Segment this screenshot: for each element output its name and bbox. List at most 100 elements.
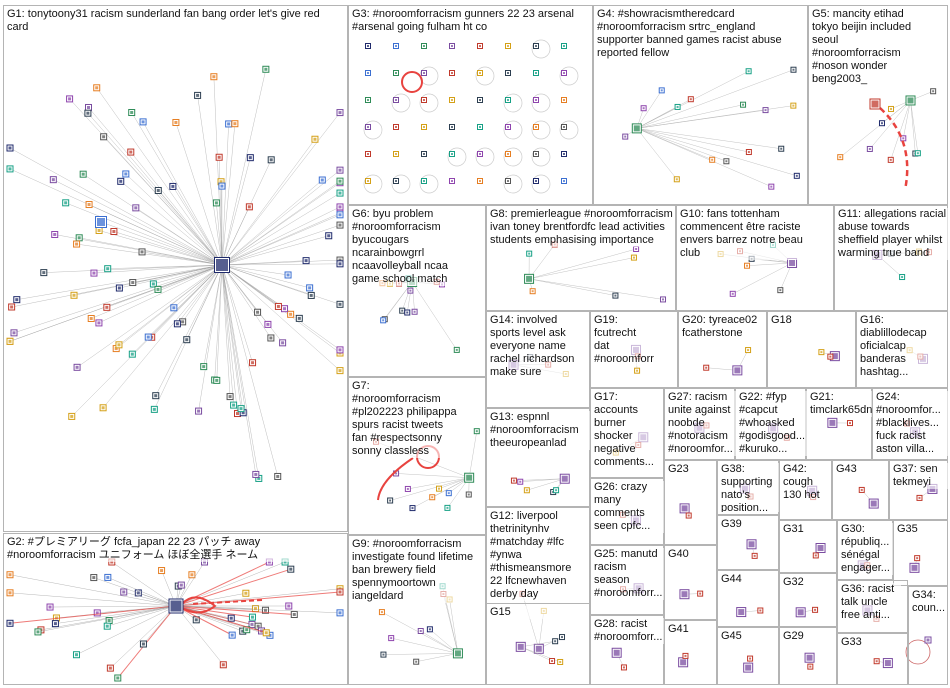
g2-node[interactable] bbox=[104, 573, 112, 581]
g7-node[interactable] bbox=[465, 491, 472, 498]
g4-node[interactable] bbox=[658, 87, 665, 94]
g2-node[interactable] bbox=[6, 571, 14, 579]
g13-node[interactable] bbox=[510, 477, 517, 484]
g1-node[interactable] bbox=[231, 120, 239, 128]
g1-node[interactable] bbox=[336, 177, 344, 185]
g3-node[interactable] bbox=[505, 97, 511, 103]
g1-node[interactable] bbox=[90, 269, 98, 277]
g1-node[interactable] bbox=[154, 285, 162, 293]
g1-node[interactable] bbox=[284, 271, 292, 279]
g3-node[interactable] bbox=[393, 43, 399, 49]
g3-node[interactable] bbox=[477, 97, 483, 103]
g4-node[interactable] bbox=[687, 96, 694, 103]
g9-node[interactable] bbox=[380, 651, 387, 658]
g13-node[interactable] bbox=[517, 478, 524, 485]
g8-node[interactable] bbox=[660, 296, 667, 303]
g20-node[interactable] bbox=[703, 364, 710, 371]
g1-node[interactable] bbox=[226, 393, 234, 401]
g39-node[interactable] bbox=[751, 552, 758, 559]
g21-node[interactable] bbox=[827, 417, 838, 428]
g5-node[interactable] bbox=[866, 145, 873, 152]
g1-node[interactable] bbox=[68, 412, 76, 420]
g4-node[interactable] bbox=[745, 68, 752, 75]
g9-node[interactable] bbox=[426, 626, 433, 633]
g1-node[interactable] bbox=[169, 182, 177, 190]
g1-node[interactable] bbox=[170, 304, 178, 312]
g33-node[interactable] bbox=[873, 658, 880, 665]
g29-node[interactable] bbox=[804, 652, 815, 663]
g1-node[interactable] bbox=[138, 248, 146, 256]
g2-node[interactable] bbox=[93, 609, 101, 617]
g2-node[interactable] bbox=[336, 609, 344, 617]
g1-node[interactable] bbox=[249, 359, 257, 367]
g9-node[interactable] bbox=[413, 658, 420, 665]
g1-node[interactable] bbox=[267, 156, 275, 164]
g1-node[interactable] bbox=[154, 186, 162, 194]
g3-node[interactable] bbox=[505, 151, 511, 157]
g23-node[interactable] bbox=[679, 503, 690, 514]
g1-node[interactable] bbox=[264, 320, 272, 328]
g3-node[interactable] bbox=[365, 178, 371, 184]
g1-node[interactable] bbox=[66, 95, 74, 103]
g1-node[interactable] bbox=[218, 182, 226, 190]
g3-node[interactable] bbox=[365, 70, 371, 76]
g1-node[interactable] bbox=[6, 165, 14, 173]
g33-node[interactable] bbox=[882, 658, 893, 669]
g2-node[interactable] bbox=[285, 602, 293, 610]
g1-node[interactable] bbox=[215, 153, 223, 161]
g40-node[interactable] bbox=[697, 590, 704, 597]
g1-node[interactable] bbox=[307, 291, 315, 299]
g3-node[interactable] bbox=[477, 151, 483, 157]
g3-node[interactable] bbox=[393, 178, 399, 184]
g4-node[interactable] bbox=[709, 156, 716, 163]
g34-node[interactable] bbox=[924, 636, 932, 644]
g3-node[interactable] bbox=[505, 70, 511, 76]
g1-node[interactable] bbox=[70, 291, 78, 299]
g45-node[interactable] bbox=[747, 655, 754, 662]
g1-node[interactable] bbox=[336, 211, 344, 219]
g3-node[interactable] bbox=[365, 124, 371, 130]
g1-node[interactable] bbox=[212, 199, 220, 207]
g3-node[interactable] bbox=[477, 124, 483, 130]
g1-node[interactable] bbox=[128, 350, 136, 358]
g1-node[interactable] bbox=[237, 405, 245, 413]
g1-hub-node[interactable] bbox=[214, 257, 230, 273]
g7-node[interactable] bbox=[445, 490, 452, 497]
g45-node[interactable] bbox=[743, 662, 754, 673]
g6-node[interactable] bbox=[407, 287, 414, 294]
g5-node[interactable] bbox=[837, 154, 844, 161]
g3-node[interactable] bbox=[533, 70, 539, 76]
g1-node[interactable] bbox=[84, 109, 92, 117]
g1-node[interactable] bbox=[122, 170, 130, 178]
g1-node[interactable] bbox=[8, 303, 16, 311]
g2-node[interactable] bbox=[219, 661, 227, 669]
g3-node[interactable] bbox=[421, 178, 427, 184]
g2-node[interactable] bbox=[227, 614, 235, 622]
g1-node[interactable] bbox=[95, 319, 103, 327]
g1-node[interactable] bbox=[173, 320, 181, 328]
g6-node[interactable] bbox=[411, 308, 418, 315]
g3-node[interactable] bbox=[477, 70, 483, 76]
g1-node[interactable] bbox=[139, 118, 147, 126]
g3-node[interactable] bbox=[449, 97, 455, 103]
g12-node[interactable] bbox=[559, 634, 566, 641]
g3-node[interactable] bbox=[421, 124, 427, 130]
g1-node[interactable] bbox=[336, 346, 344, 354]
g1-node[interactable] bbox=[252, 470, 260, 478]
g39-node[interactable] bbox=[746, 539, 757, 550]
g4-node[interactable] bbox=[622, 133, 629, 140]
g10-node[interactable] bbox=[729, 290, 736, 297]
g7-node[interactable] bbox=[387, 497, 394, 504]
g1-node[interactable] bbox=[117, 177, 125, 185]
g2-node[interactable] bbox=[6, 589, 14, 597]
g4-node[interactable] bbox=[762, 107, 769, 114]
g1-node[interactable] bbox=[13, 296, 21, 304]
g2-node[interactable] bbox=[158, 567, 166, 575]
g32-node[interactable] bbox=[812, 606, 819, 613]
g2-node[interactable] bbox=[262, 629, 270, 637]
g12-node[interactable] bbox=[533, 643, 544, 654]
g2-node[interactable] bbox=[90, 574, 98, 582]
g1-node[interactable] bbox=[325, 232, 333, 240]
g1-node[interactable] bbox=[195, 407, 203, 415]
g2-node[interactable] bbox=[248, 613, 256, 621]
